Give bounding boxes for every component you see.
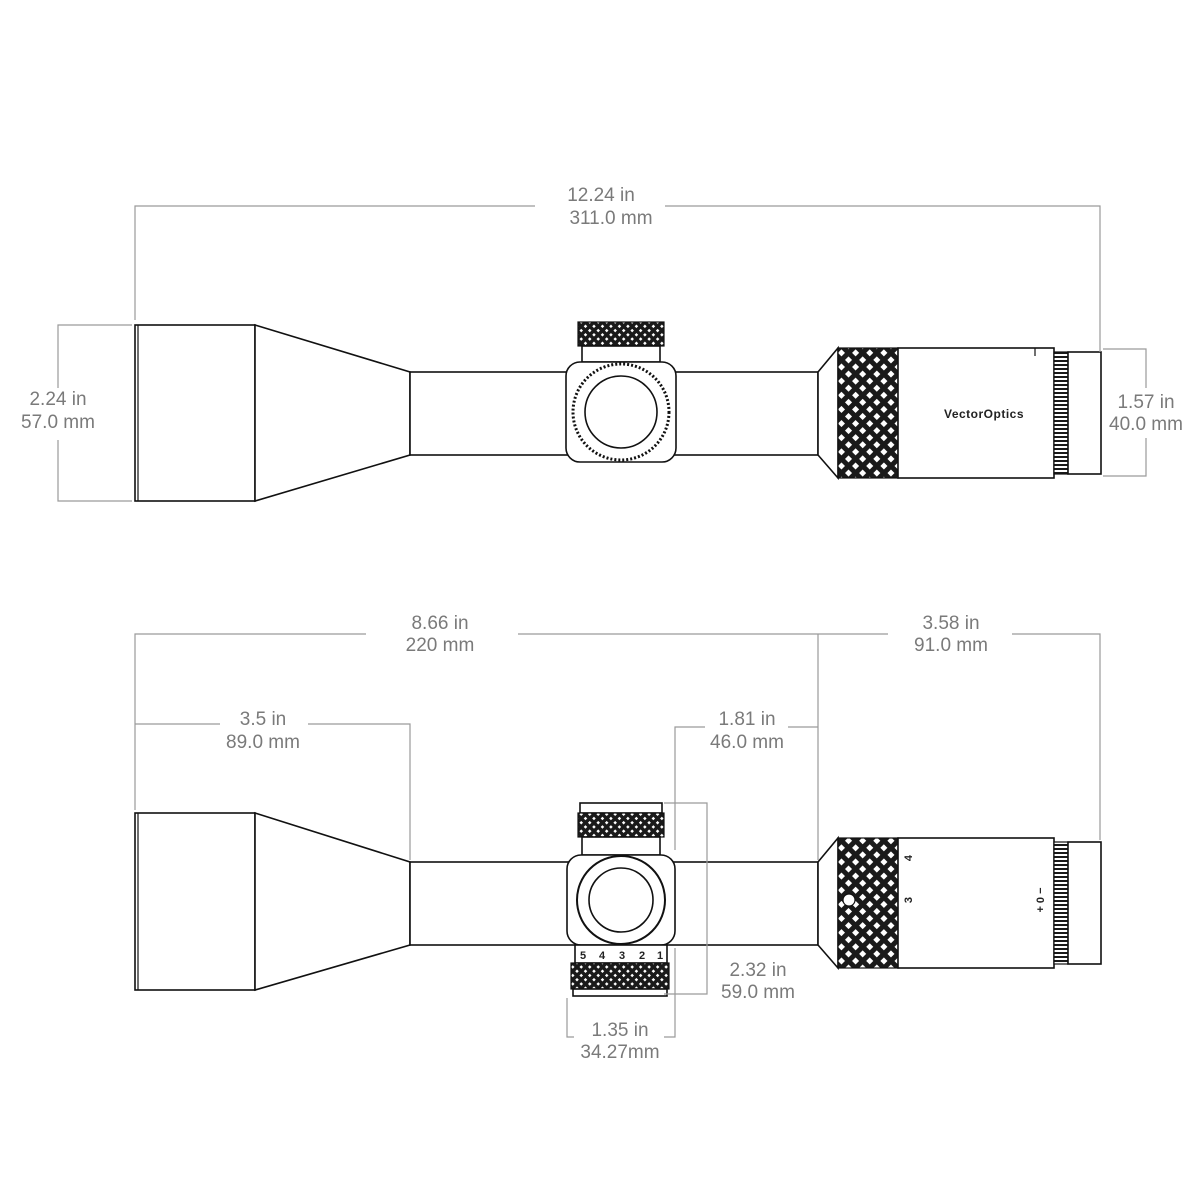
elevation-turret-top-side (579, 802, 663, 814)
objective-diameter-mm: 57.0 mm (21, 412, 95, 433)
svg-text:1: 1 (657, 950, 663, 962)
side-focus-cap (588, 867, 654, 933)
bell-length-in: 3.5 in (240, 709, 286, 730)
front-length-in: 8.66 in (411, 613, 468, 634)
eyepiece-length-in: 3.58 in (922, 613, 979, 634)
objective-bell-side (134, 812, 256, 991)
svg-text:4: 4 (599, 950, 606, 962)
power-throw-lever (842, 893, 856, 907)
turret-height-in: 2.32 in (729, 960, 786, 981)
elevation-turret-base-side (581, 836, 661, 856)
eyepiece-diameter-in: 1.57 in (1117, 392, 1174, 413)
turret-offset-mm: 46.0 mm (710, 732, 784, 753)
diopter-ring (1053, 351, 1069, 475)
windage-turret-knurl (570, 962, 670, 990)
svg-text:5: 5 (580, 950, 586, 962)
windage-turret-marks: 5 4 3 2 1 (580, 950, 663, 962)
elevation-turret-knurl-side (577, 812, 665, 838)
svg-text:2: 2 (639, 950, 645, 962)
side-view-dimensions: 8.66 in 220 mm 3.58 in 91.0 mm 3.5 in 89… (134, 613, 1101, 1063)
diopter-marks: + 0 − (1035, 887, 1047, 912)
objective-taper (254, 323, 411, 503)
eyepiece-length-mm: 91.0 mm (914, 635, 988, 656)
eyepiece-body (897, 347, 1055, 479)
overall-length-in: 12.24 in (567, 185, 635, 206)
top-view-dimensions: 12.24 in 311.0 mm 2.24 in 57.0 mm 1.57 i… (21, 185, 1183, 502)
power-ring-taper (817, 345, 839, 481)
power-ring-knurl (837, 347, 899, 479)
front-length-mm: 220 mm (406, 635, 475, 656)
svg-text:3: 3 (619, 950, 625, 962)
side-view-scope: 5 4 3 2 1 4 3 + 0 − (134, 802, 1102, 997)
turret-offset-in: 1.81 in (718, 709, 775, 730)
power-ring-taper-side (817, 835, 839, 971)
eyepiece-end (1067, 351, 1102, 475)
turret-height-mm: 59.0 mm (721, 982, 795, 1003)
top-view-scope: VectorOptics (134, 321, 1102, 503)
elevation-turret-base (581, 345, 661, 363)
windage-turret-bottom (572, 988, 668, 997)
elevation-turret-cap (577, 321, 665, 347)
bell-length-mm: 89.0 mm (226, 732, 300, 753)
turret-width-in: 1.35 in (591, 1020, 648, 1041)
power-mark-3: 3 (903, 897, 915, 903)
eyepiece-body-side (897, 837, 1055, 969)
objective-diameter-in: 2.24 in (29, 389, 86, 410)
overall-length-mm: 311.0 mm (569, 208, 652, 229)
windage-turret-cap (584, 375, 658, 449)
objective-taper-side (254, 811, 411, 992)
brand-logo: VectorOptics (944, 407, 1024, 421)
eyepiece-diameter-mm: 40.0 mm (1109, 414, 1183, 435)
eyepiece-end-side (1067, 841, 1102, 965)
power-mark-4: 4 (903, 854, 915, 861)
objective-bell (134, 324, 256, 502)
turret-width-mm: 34.27mm (580, 1042, 659, 1063)
diopter-ring-side (1053, 841, 1069, 965)
